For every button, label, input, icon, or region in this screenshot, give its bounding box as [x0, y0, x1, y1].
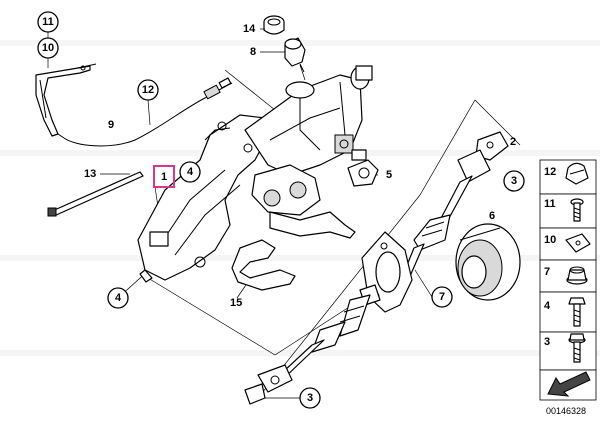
callout-4-upper: 4	[179, 161, 201, 183]
legend-row-10: 10	[544, 233, 591, 253]
callout-12: 12	[137, 79, 159, 126]
svg-text:10: 10	[544, 234, 556, 246]
svg-text:12: 12	[142, 84, 154, 96]
screw-icon	[570, 198, 584, 222]
callout-1-highlighted: 1	[153, 165, 175, 188]
svg-text:3: 3	[511, 175, 517, 187]
lower-shaft	[244, 284, 381, 405]
callout-9: 9	[108, 119, 114, 131]
svg-text:4: 4	[115, 292, 122, 304]
clip-nut-icon	[565, 233, 591, 253]
cable-tie	[47, 171, 144, 217]
rubber-boot	[455, 223, 521, 301]
lock-cap	[263, 15, 285, 35]
callout-10: 10	[37, 32, 59, 68]
svg-text:9: 9	[108, 119, 114, 131]
svg-text:8: 8	[250, 46, 256, 58]
svg-text:15: 15	[230, 297, 242, 309]
legend-row-7: 7	[544, 266, 588, 285]
legend-row-4: 4	[544, 297, 586, 327]
callout-4-lower: 4	[107, 287, 129, 309]
svg-text:7: 7	[439, 291, 445, 303]
cable	[63, 77, 233, 147]
svg-text:11: 11	[544, 198, 556, 210]
callout-8: 8	[250, 46, 285, 58]
svg-text:6: 6	[489, 210, 495, 222]
svg-text:1: 1	[161, 171, 167, 183]
callout-7: 7	[431, 286, 453, 308]
flange-bolt-icon	[568, 333, 586, 363]
sensor	[347, 149, 379, 187]
wiring-harness	[35, 63, 97, 139]
svg-text:2: 2	[510, 136, 516, 148]
svg-text:11: 11	[42, 16, 54, 28]
callout-11: 11	[37, 11, 59, 33]
svg-text:4: 4	[187, 166, 194, 178]
svg-text:5: 5	[386, 169, 392, 181]
lock-cylinder	[284, 37, 306, 73]
svg-text:4: 4	[544, 300, 551, 312]
collar-nut-icon	[566, 266, 588, 285]
svg-text:10: 10	[42, 42, 54, 54]
upper-column	[244, 65, 373, 176]
svg-text:14: 14	[243, 23, 256, 35]
diagram-code: 00146328	[546, 406, 586, 416]
callout-13: 13	[84, 168, 130, 180]
callout-5: 5	[386, 169, 392, 181]
callout-14: 14	[243, 23, 265, 35]
legend-row-11: 11	[544, 198, 584, 222]
svg-text:3: 3	[307, 392, 313, 404]
callout-6: 6	[489, 210, 495, 222]
svg-text:7: 7	[544, 266, 550, 278]
svg-text:3: 3	[544, 336, 550, 348]
callout-3-upper: 3	[503, 170, 525, 192]
spring-clip	[231, 239, 296, 291]
cable-clip-icon	[565, 162, 589, 185]
column-bracket	[137, 114, 271, 283]
legend-row-3: 3	[544, 333, 586, 363]
legend-row-12: 12	[544, 162, 589, 185]
svg-text:13: 13	[84, 168, 96, 180]
adjust-mechanism	[251, 164, 356, 239]
callout-2: 2	[510, 136, 516, 148]
callout-3-lower: 3	[299, 387, 321, 409]
hex-bolt-icon	[568, 297, 586, 327]
callout-15: 15	[230, 297, 242, 309]
parts-legend: 12 11 10 7	[539, 159, 597, 416]
arrow-icon	[547, 371, 591, 397]
svg-text:12: 12	[544, 166, 556, 178]
